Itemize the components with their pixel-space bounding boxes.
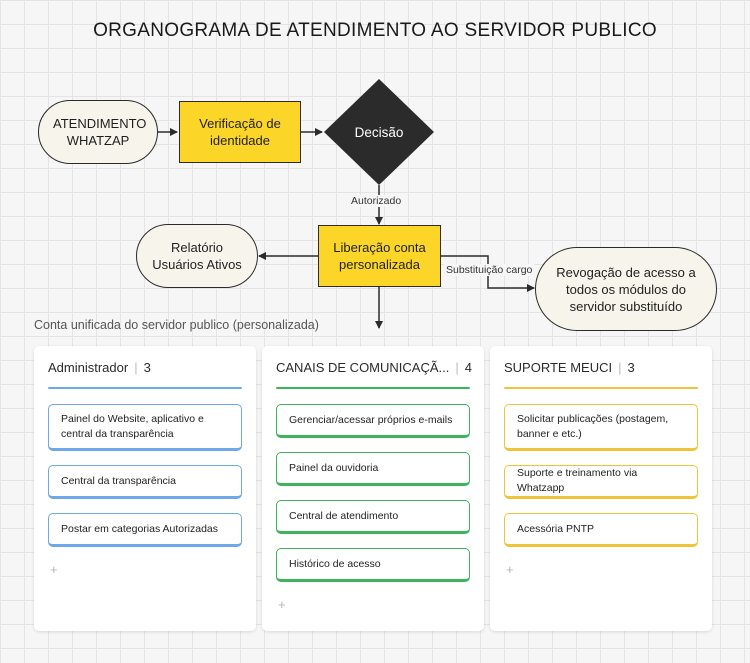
column-accent-line (504, 387, 698, 389)
card[interactable]: Suporte e treinamento via Whatzapp (504, 465, 698, 499)
column-separator: | (618, 360, 622, 375)
card-label: Solicitar publicações (postagem, banner … (517, 412, 669, 440)
revocation-node-label: Revogação de acesso a todos os módulos d… (556, 264, 696, 314)
authorized-label: Autorizado (349, 195, 404, 207)
decision-diamond (324, 79, 434, 185)
diagram-title: ORGANOGRAMA DE ATENDIMENTO AO SERVIDOR P… (93, 20, 657, 41)
column-title: SUPORTE MEUCI (504, 360, 613, 375)
decision-node: Decisão (334, 120, 424, 144)
column-accent-line (48, 387, 242, 389)
card[interactable]: Postar em categorias Autorizadas (48, 513, 242, 547)
column-separator: | (134, 360, 138, 375)
column-accent-line (276, 387, 470, 389)
section-caption: Conta unificada do servidor publico (per… (34, 318, 319, 332)
card-label: Gerenciar/acessar próprios e-mails (289, 413, 453, 426)
release-node: Liberação conta personalizada (318, 225, 441, 287)
card[interactable]: Solicitar publicações (postagem, banner … (504, 404, 698, 451)
card[interactable]: Histórico de acesso (276, 548, 470, 582)
card[interactable]: Gerenciar/acessar próprios e-mails (276, 404, 470, 438)
card-label: Suporte e treinamento via Whatzapp (517, 467, 638, 494)
card-label: Histórico de acesso (289, 557, 381, 570)
column-title: CANAIS DE COMUNICAÇÃ... (276, 360, 450, 375)
verify-node: Verificação de identidade (179, 101, 301, 163)
card[interactable]: Central da transparência (48, 465, 242, 499)
card-label: Central de atendimento (289, 509, 399, 522)
report-node-label: Relatório Usuários Ativos (152, 240, 242, 272)
card[interactable]: Painel do Website, aplicativo e central … (48, 404, 242, 451)
card-label: Painel da ouvidoria (289, 461, 379, 474)
card-label: Painel do Website, aplicativo e central … (61, 412, 204, 440)
report-node: Relatório Usuários Ativos (136, 224, 258, 288)
add-card-icon[interactable]: + (50, 562, 58, 577)
column-count: 3 (143, 360, 151, 375)
card-label: Postar em categorias Autorizadas (61, 522, 218, 535)
card-label: Central da transparência (61, 474, 176, 487)
column-separator: | (455, 360, 459, 375)
card[interactable]: Acessória PNTP (504, 513, 698, 547)
start-node-label: ATENDIMENTO WHATZAP (53, 116, 147, 148)
column-header[interactable]: CANAIS DE COMUNICAÇÃ... | 4 (276, 360, 472, 388)
card-label: Acessória PNTP (517, 522, 595, 535)
add-card-icon[interactable]: + (506, 562, 514, 577)
column-title: Administrador (48, 360, 129, 375)
substitution-label: Substituição cargo (444, 264, 535, 276)
start-node: ATENDIMENTO WHATZAP (38, 100, 158, 164)
verify-node-label: Verificação de identidade (199, 116, 281, 148)
column-count: 3 (627, 360, 635, 375)
card[interactable]: Painel da ouvidoria (276, 452, 470, 486)
column-count: 4 (464, 360, 472, 375)
card[interactable]: Central de atendimento (276, 500, 470, 534)
release-node-label: Liberação conta personalizada (333, 240, 426, 272)
add-card-icon[interactable]: + (278, 597, 286, 612)
decision-node-label: Decisão (354, 124, 404, 140)
column-header[interactable]: SUPORTE MEUCI | 3 (504, 360, 698, 388)
column-header[interactable]: Administrador | 3 (48, 360, 242, 388)
revocation-node: Revogação de acesso a todos os módulos d… (535, 247, 717, 331)
